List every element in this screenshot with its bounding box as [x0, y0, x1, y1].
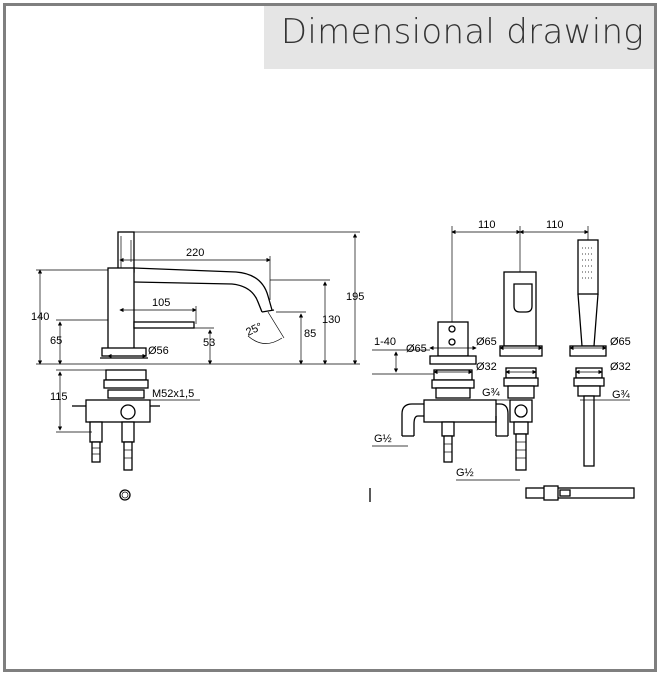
dim-105: 105 [152, 297, 170, 309]
dim-thread-g34-a: G¾ [482, 387, 501, 399]
right-dimension-labels: 110 110 1-40 Ø65 Ø65 Ø65 Ø32 Ø32 G¾ G¾ G… [374, 219, 631, 479]
dim-range-1-40: 1-40 [374, 336, 396, 348]
dim-diameter-32-a: Ø32 [476, 361, 497, 373]
dim-thread-g12-a: G½ [374, 433, 392, 445]
dim-53: 53 [203, 337, 215, 349]
dim-115: 115 [50, 391, 68, 403]
title-bar: Dimensional drawing [264, 6, 654, 69]
dim-thread-m52: M52x1,5 [152, 388, 194, 400]
left-dimension-labels: 220 195 140 105 130 85 65 53 25° Ø56 115… [31, 247, 364, 403]
left-dimensions [36, 231, 360, 433]
mixer-side-view [72, 231, 275, 501]
dim-110-a: 110 [478, 219, 496, 231]
page-title: Dimensional drawing [280, 12, 644, 52]
dim-195: 195 [346, 291, 364, 303]
three-hole-set-view [401, 239, 635, 501]
dim-thread-g12-b: G½ [456, 467, 474, 479]
dim-140: 140 [31, 311, 49, 323]
dim-diameter-32-b: Ø32 [610, 361, 631, 373]
dim-diameter-65-a: Ø65 [406, 343, 427, 355]
dim-110-b: 110 [546, 219, 564, 231]
dim-angle-25: 25° [244, 321, 264, 339]
dim-220: 220 [186, 247, 204, 259]
dim-85: 85 [304, 328, 316, 340]
dim-diameter-65-c: Ø65 [610, 336, 631, 348]
dim-130: 130 [322, 314, 340, 326]
dim-thread-g34-b: G¾ [612, 389, 631, 401]
dim-diameter-56: Ø56 [148, 345, 169, 357]
dim-diameter-65-b: Ø65 [476, 336, 497, 348]
drawing-frame [3, 3, 657, 672]
dim-65: 65 [50, 335, 62, 347]
shower-head-dots [582, 247, 594, 279]
right-dimensions [372, 226, 630, 481]
